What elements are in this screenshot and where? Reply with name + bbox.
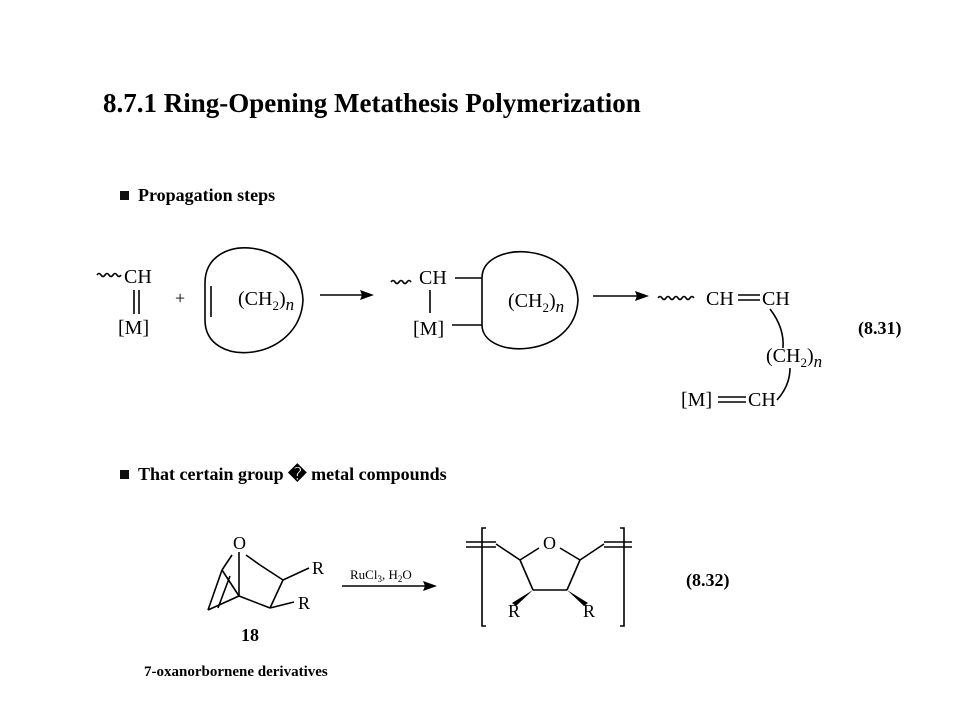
svg-text:(CH2)n: (CH2)n: [766, 345, 822, 371]
section-metal-compounds-label: That certain group � metal compounds: [138, 464, 447, 484]
ch-label: CH: [748, 389, 776, 411]
bond: [238, 595, 271, 609]
svg-text:(CH2)n: (CH2)n: [238, 288, 294, 314]
oxygen-label: O: [233, 533, 246, 553]
arrow-head: [423, 581, 437, 591]
bond: [269, 579, 284, 609]
arrow-head: [360, 290, 374, 300]
equation-number-831: (8.31): [858, 318, 902, 338]
bond: [519, 559, 534, 591]
wedge-bond: [512, 590, 533, 606]
alkene-ch-label: CH: [762, 288, 790, 310]
r-group-label: R: [298, 593, 310, 613]
bond: [519, 547, 540, 561]
bullet-icon: [120, 191, 129, 200]
bond: [221, 554, 233, 571]
bond: [217, 575, 231, 609]
section-metal-compounds: That certain group � metal compounds: [120, 464, 447, 485]
chain-bond: [776, 367, 791, 401]
bond: [259, 564, 284, 581]
svg-text:(CH2)n: (CH2)n: [508, 290, 564, 316]
compound-label: 18: [241, 625, 259, 645]
bond: [579, 543, 605, 561]
equation-number-832: (8.32): [686, 570, 730, 590]
metal-label: [M]: [413, 318, 444, 340]
ring-arc: [204, 247, 304, 354]
wavy-bond: [390, 279, 412, 285]
bond: [207, 569, 223, 611]
section-propagation-label: Propagation steps: [138, 185, 276, 205]
oxygen-label: O: [543, 533, 556, 553]
alkene-ch-label: CH: [706, 288, 734, 310]
bond: [207, 595, 240, 611]
ring-arc: [481, 251, 579, 350]
bond: [245, 554, 261, 566]
bond: [221, 569, 240, 597]
bond: [495, 543, 521, 561]
svg-text:RuCl3, H2O: RuCl3, H2O: [350, 567, 412, 584]
r-group-label: R: [583, 601, 595, 621]
wavy-bond: [96, 272, 122, 278]
bracket-right: [620, 527, 625, 627]
bond: [566, 559, 581, 591]
arrow-head: [635, 291, 649, 301]
ch-label: CH: [124, 266, 152, 288]
r-group-label: R: [312, 558, 324, 578]
ch-label: CH: [419, 267, 447, 289]
wedge-bond: [567, 590, 588, 606]
bracket-left: [481, 527, 486, 627]
compound-caption: 7-oxanorbornene derivatives: [144, 664, 328, 680]
page-title: 8.7.1 Ring-Opening Metathesis Polymeriza…: [103, 88, 641, 118]
bond: [559, 547, 581, 561]
metal-label: [M]: [118, 317, 149, 339]
r-group-label: R: [508, 601, 520, 621]
bond: [282, 567, 310, 581]
plus-sign: +: [175, 288, 185, 308]
chain-bond: [769, 308, 784, 349]
bullet-icon: [120, 470, 129, 479]
section-propagation: Propagation steps: [120, 185, 275, 206]
metal-label: [M]: [681, 389, 712, 411]
wavy-bond: [657, 295, 695, 301]
bond: [269, 601, 295, 609]
